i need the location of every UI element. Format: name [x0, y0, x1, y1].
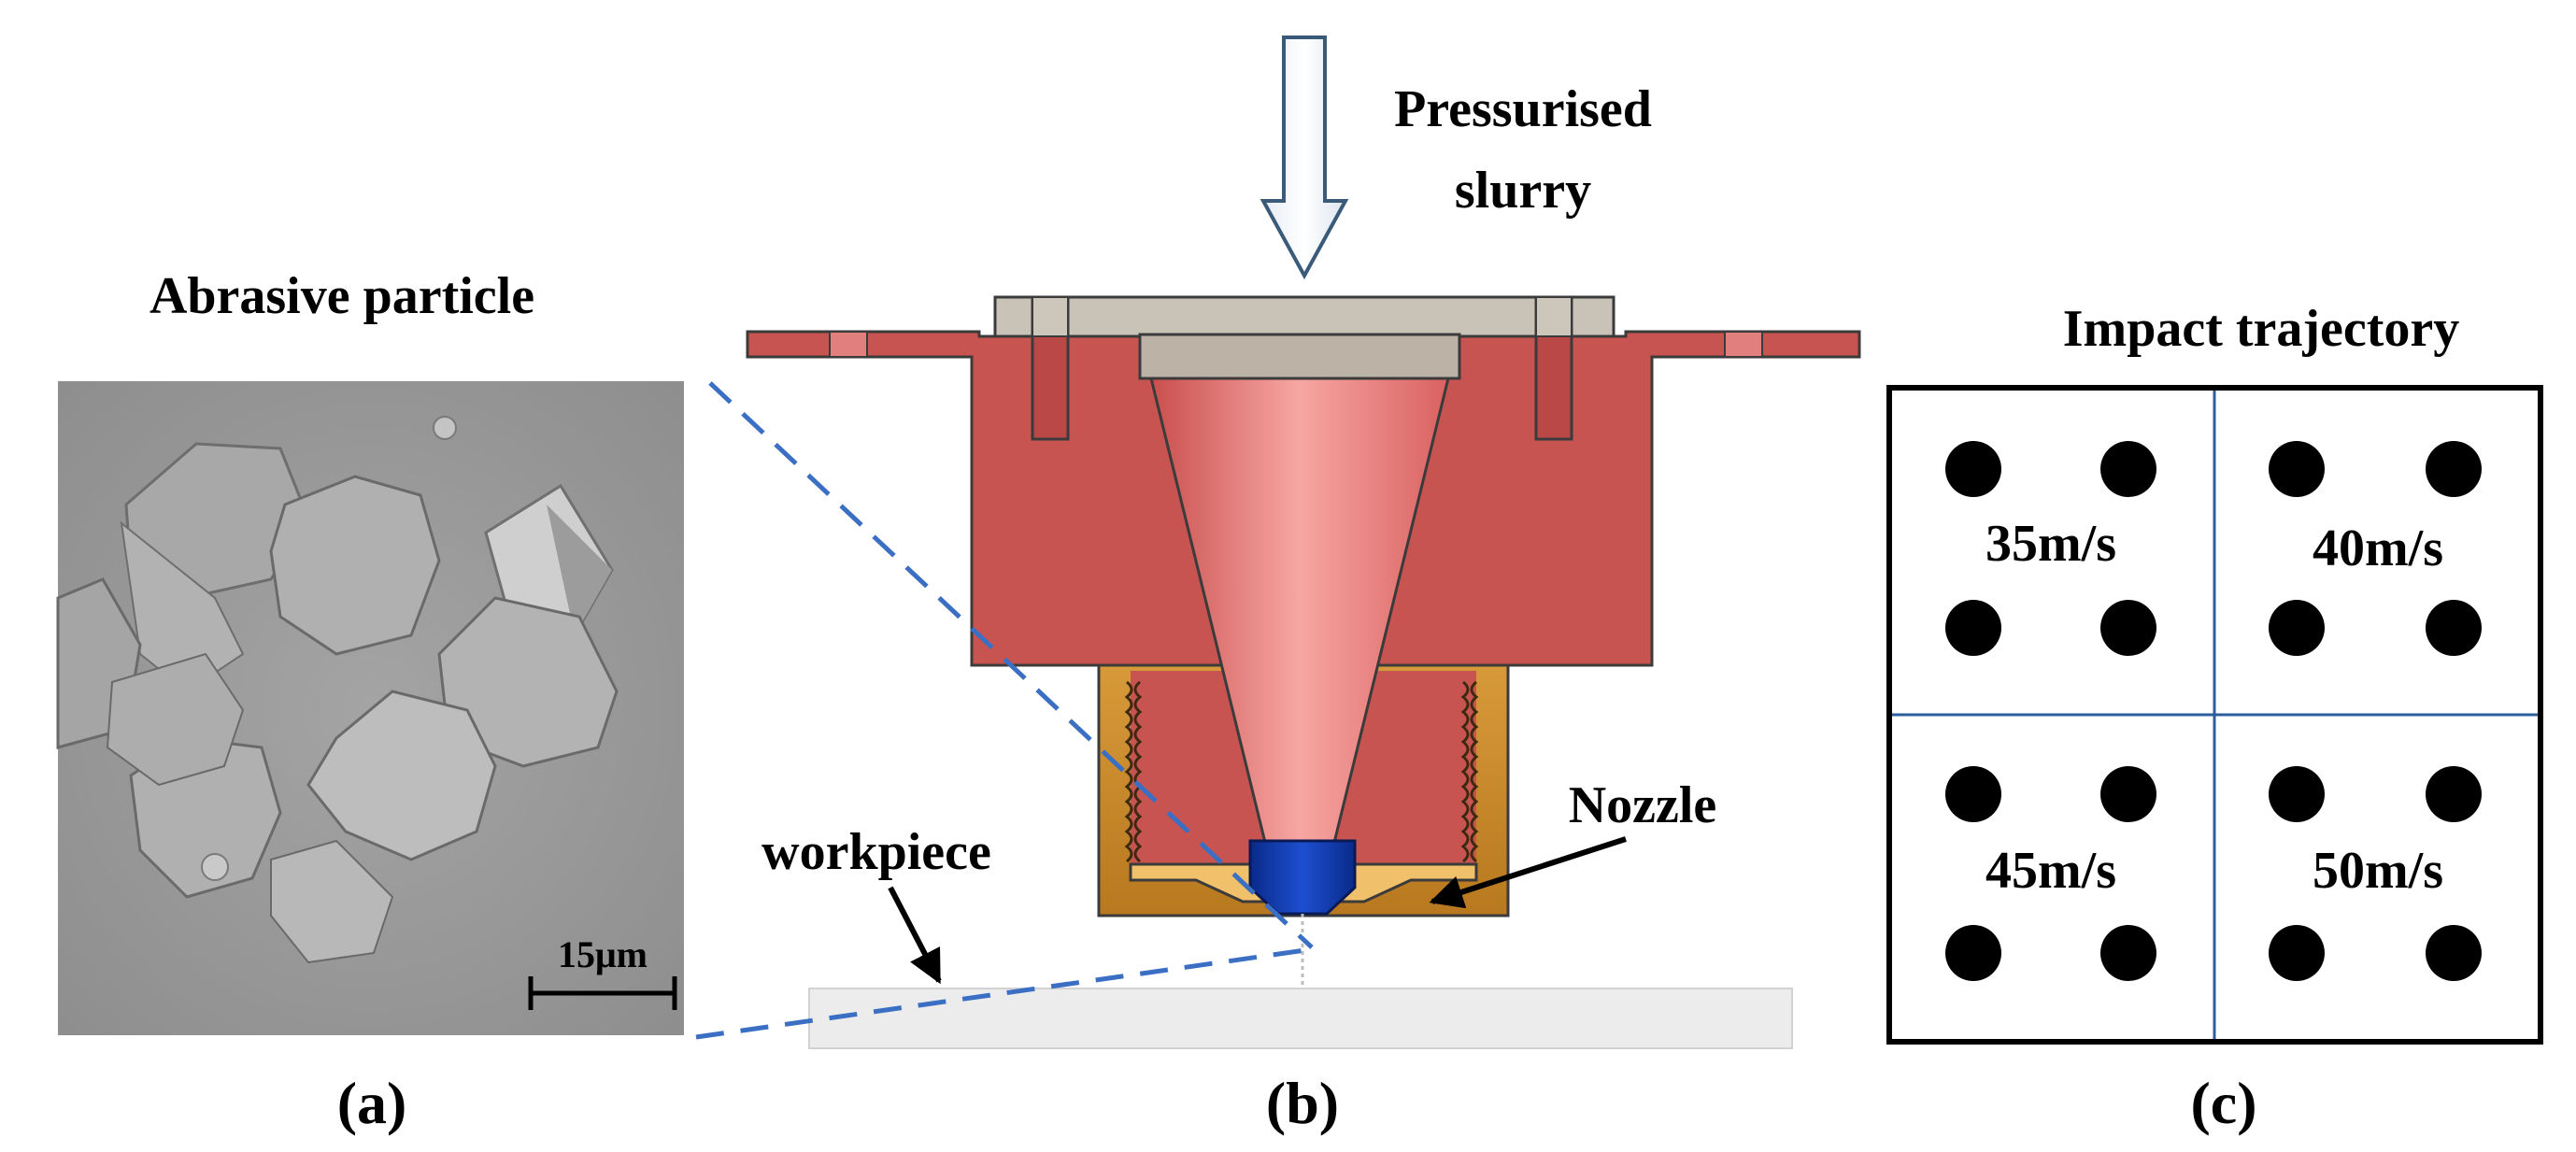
panel-b-caption: (b): [1266, 1070, 1339, 1136]
particle: [269, 475, 441, 656]
impact-dot: [1945, 925, 2001, 981]
impact-dot: [2269, 925, 2325, 981]
scale-bar-label: 15μm: [558, 933, 648, 975]
particle: [120, 520, 245, 693]
cap-plug: [1138, 333, 1461, 381]
workpiece: [808, 988, 1793, 1049]
flange-hole: [829, 331, 868, 358]
panel-c: Impact trajectory 35m/s 40m/s 45m/s 50m/…: [1886, 300, 2543, 1136]
panel-c-title: Impact trajectory: [2063, 300, 2459, 358]
impact-dot: [2100, 600, 2156, 656]
workpiece-pointer-arrow: [888, 886, 942, 985]
particle: [201, 853, 229, 881]
particle: [270, 839, 394, 964]
workpiece-label: workpiece: [761, 823, 991, 881]
slurry-label-line2: slurry: [1455, 162, 1591, 220]
particle: [433, 416, 457, 440]
slurry-label-line1: Pressurised: [1394, 80, 1652, 138]
nozzle-label: Nozzle: [1569, 776, 1717, 834]
impact-dot: [2426, 766, 2482, 822]
guide-line-upper: [708, 381, 1314, 949]
impact-dot: [2269, 441, 2325, 497]
bolt-head: [1535, 296, 1573, 337]
impact-dot: [2426, 925, 2482, 981]
bolt-head: [1032, 296, 1069, 337]
nozzle-insert: [1248, 839, 1357, 916]
impact-dot: [2100, 441, 2156, 497]
impact-dot: [2100, 925, 2156, 981]
impact-dots: [1945, 441, 2482, 981]
impact-dot: [2426, 600, 2482, 656]
nozzle-pointer-arrow: [1429, 836, 1627, 909]
panel-a-caption: (a): [337, 1070, 407, 1136]
panel-a: Abrasive particle 15μm: [56, 267, 684, 1136]
particle: [306, 690, 497, 861]
impact-dot: [2269, 600, 2325, 656]
thread-left: [1124, 680, 1143, 863]
particle: [106, 652, 245, 787]
impact-dot: [2269, 766, 2325, 822]
impact-dot: [2426, 441, 2482, 497]
sem-image: 15μm: [56, 381, 684, 1035]
panel-b: Pressurised slurry: [695, 36, 1861, 1136]
impact-dot: [1945, 600, 2001, 656]
particle: [547, 505, 612, 635]
slurry-inlet-arrow: [1260, 36, 1349, 280]
quadrant-label-bottom-right: 50m/s: [2313, 842, 2443, 900]
quadrant-label-top-left: 35m/s: [1985, 515, 2116, 573]
impact-dot: [1945, 441, 2001, 497]
quadrant-label-bottom-left: 45m/s: [1985, 842, 2116, 900]
impact-dot: [2100, 766, 2156, 822]
quadrant-label-top-right: 40m/s: [2313, 519, 2443, 577]
flange-hole: [1724, 331, 1763, 358]
panel-c-caption: (c): [2190, 1070, 2256, 1136]
thread-right: [1460, 680, 1479, 863]
scale-bar: 15μm: [528, 933, 677, 1010]
guide-line-lower: [695, 946, 1313, 1040]
cap-plate: [993, 295, 1615, 338]
panel-a-title: Abrasive particle: [149, 267, 534, 325]
impact-dot: [1945, 766, 2001, 822]
